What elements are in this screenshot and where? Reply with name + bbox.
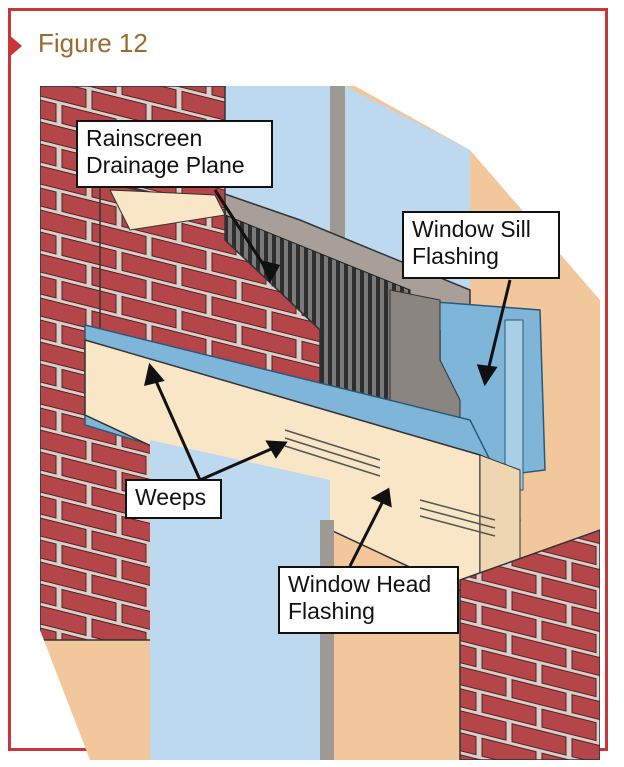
upper-window-mullion	[330, 86, 345, 240]
label-sill-flashing-line1: Window Sill	[412, 216, 531, 242]
label-head-flashing: Window Head Flashing	[278, 566, 459, 634]
label-head-flashing-line2: Flashing	[288, 598, 375, 624]
label-sill-flashing: Window Sill Flashing	[402, 211, 560, 279]
label-head-flashing-line1: Window Head	[288, 571, 432, 597]
label-weeps-text: Weeps	[135, 484, 207, 510]
label-drainage-plane: Rainscreen Drainage Plane	[76, 120, 273, 188]
lower-window-mullion	[320, 520, 334, 760]
weep-vents	[284, 429, 496, 537]
sill-flashing-leg	[504, 319, 524, 491]
label-drainage-plane-line1: Rainscreen	[86, 125, 203, 151]
label-drainage-plane-line2: Drainage Plane	[86, 152, 245, 178]
label-weeps: Weeps	[125, 479, 222, 519]
brick-wall-right	[459, 528, 600, 760]
leader-lines	[144, 189, 512, 567]
title-marker-icon	[8, 34, 22, 58]
lintel-top-block	[109, 189, 226, 231]
label-sill-flashing-line2: Flashing	[412, 243, 499, 269]
figure-title: Figure 12	[38, 28, 148, 58]
lower-window-glass	[150, 440, 330, 760]
